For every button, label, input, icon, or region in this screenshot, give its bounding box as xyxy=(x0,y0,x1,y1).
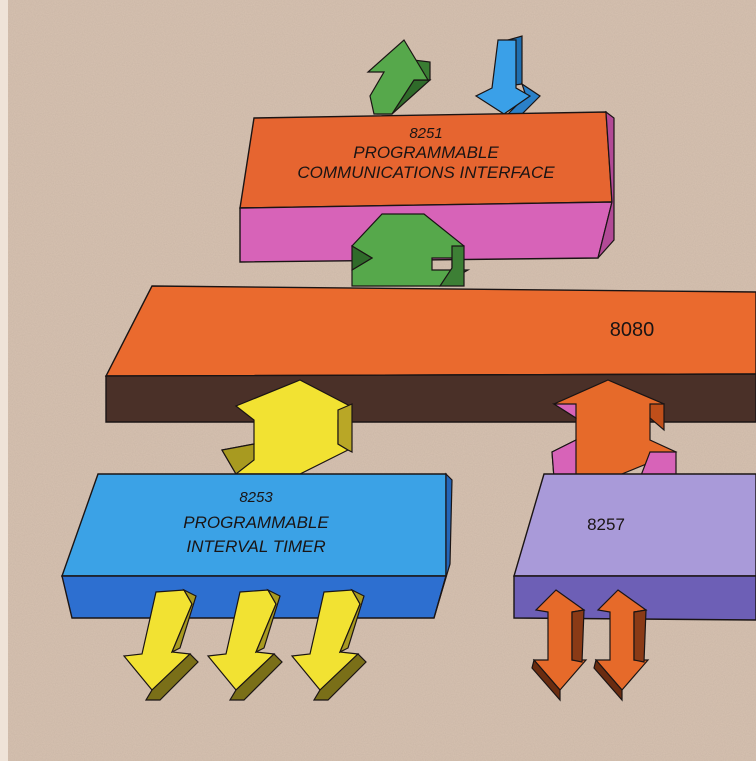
timer-output-arrow-3-icon xyxy=(290,588,367,701)
timer-block-part-number: 8253 xyxy=(239,489,273,506)
comm-block-line-2: PROGRAMMABLE xyxy=(353,143,499,162)
comm-block-line-3: COMMUNICATIONS INTERFACE xyxy=(297,163,555,182)
comm-interface-block: 8251 PROGRAMMABLE COMMUNICATIONS INTERFA… xyxy=(239,110,615,263)
timer-output-arrow-2-icon xyxy=(206,588,283,701)
dma-channel-arrow-1-icon xyxy=(531,589,588,702)
dma-channel-arrow-2-icon xyxy=(593,589,650,702)
cpu-block-label: 8080 xyxy=(610,319,655,341)
comm-output-arrow-icon xyxy=(366,39,432,115)
timer-block-line-3: INTERVAL TIMER xyxy=(186,537,325,556)
comm-cpu-bidirectional-arrow-icon xyxy=(351,213,471,287)
comm-block-part-number: 8251 xyxy=(409,125,442,142)
cpu-dma-bidirectional-arrow-icon xyxy=(551,379,678,479)
cpu-timer-bidirectional-arrow-icon xyxy=(221,379,353,475)
timer-output-arrow-1-icon xyxy=(122,588,199,701)
comm-input-arrow-icon xyxy=(474,35,541,115)
dma-block-label: 8257 xyxy=(587,515,625,534)
timer-block-line-2: PROGRAMMABLE xyxy=(183,513,329,532)
scan-edge xyxy=(0,0,8,761)
